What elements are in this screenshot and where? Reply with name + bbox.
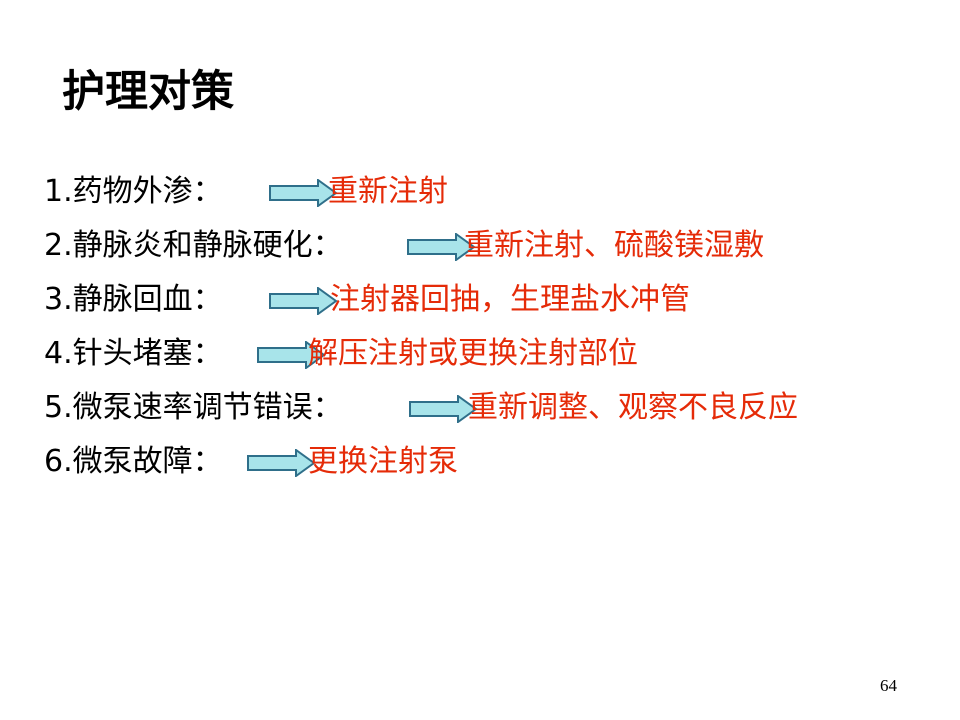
item-remedy: 重新注射 xyxy=(328,174,448,209)
item-remedy: 解压注射或更换注射部位 xyxy=(308,336,638,371)
right-arrow-icon xyxy=(269,287,338,315)
item-label: 1.药物外渗： xyxy=(44,174,223,209)
item-label: 4.针头堵塞： xyxy=(44,336,223,371)
page-number: 64 xyxy=(880,676,897,695)
right-arrow-icon xyxy=(407,233,476,261)
slide-title: 护理对策 xyxy=(62,67,234,117)
item-label: 2.静脉炎和静脉硬化： xyxy=(44,228,343,263)
item-remedy: 重新调整、观察不良反应 xyxy=(468,390,798,425)
right-arrow-icon xyxy=(409,395,478,423)
item-remedy: 注射器回抽，生理盐水冲管 xyxy=(330,282,690,317)
right-arrow-icon xyxy=(257,341,326,369)
item-label: 3.静脉回血： xyxy=(44,282,223,317)
item-remedy: 更换注射泵 xyxy=(308,444,458,479)
item-remedy: 重新注射、硫酸镁湿敷 xyxy=(464,228,764,263)
item-label: 6.微泵故障： xyxy=(44,444,223,479)
right-arrow-icon xyxy=(269,179,338,207)
right-arrow-icon xyxy=(247,449,316,477)
item-label: 5.微泵速率调节错误： xyxy=(44,390,343,425)
